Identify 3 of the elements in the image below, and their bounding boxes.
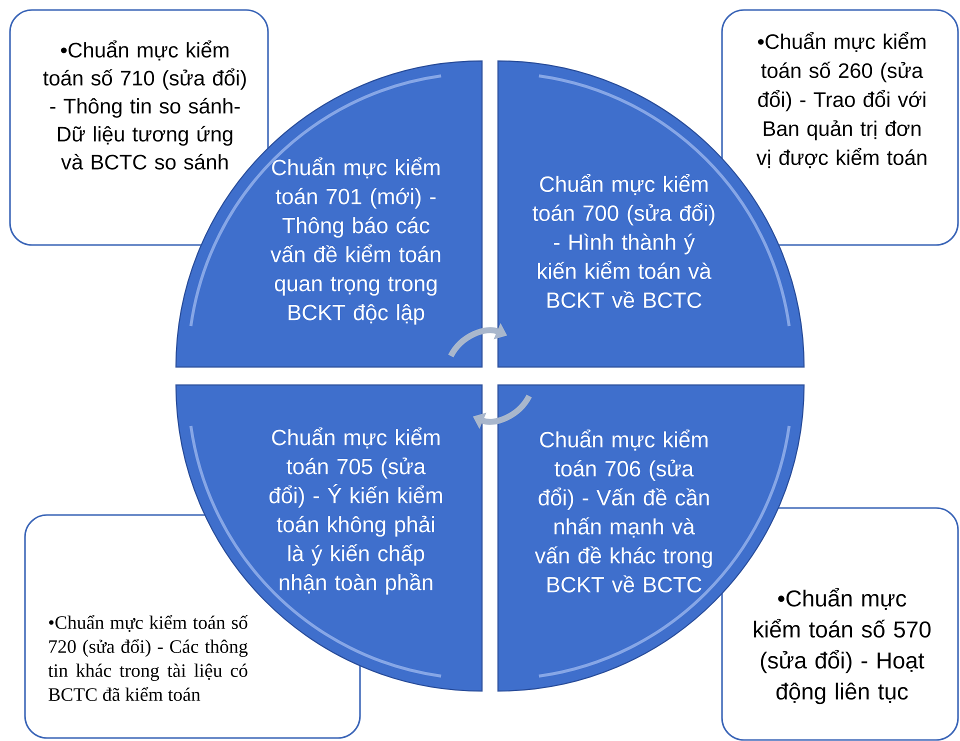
- text-box: •Chuẩn mực kiểm toán số 570 (sửa đổi) - Hoạt động liên tục: [721, 507, 959, 741]
- text-box: •Chuẩn mực kiểm toán số 710 (sửa đổi) - Thông tin so sánh- Dữ liệu tương ứng và BCTC so sánh: [9, 9, 269, 246]
- text-box: •Chuẩn mực kiểm toán số 260 (sửa đổi) - Trao đổi với Ban quản trị đơn vị được kiểm toán: [721, 9, 959, 246]
